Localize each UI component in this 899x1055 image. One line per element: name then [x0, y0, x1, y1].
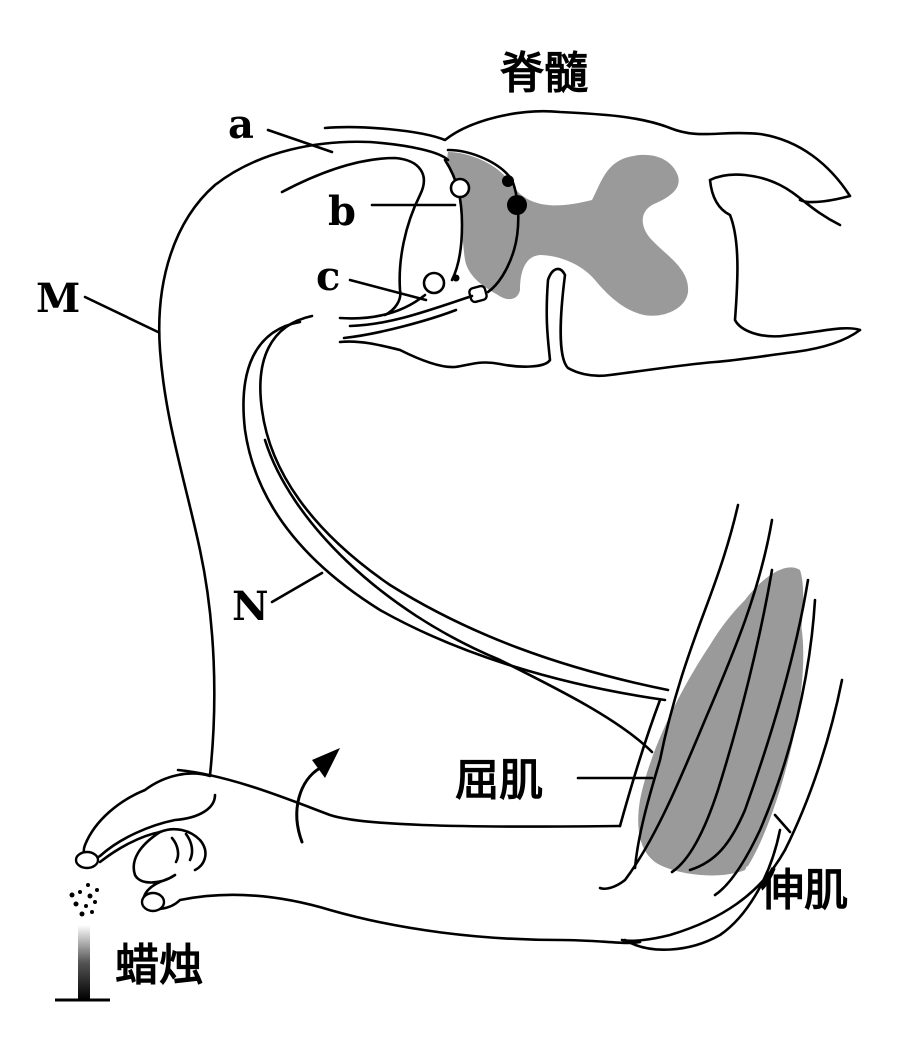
label-c: c — [316, 253, 340, 300]
flexor-muscle-outline — [633, 503, 740, 870]
synapse-dot-small — [452, 274, 460, 282]
motor-neuron-body — [507, 195, 527, 215]
elbow-outline — [623, 828, 782, 951]
spinal-cord-outline — [323, 109, 862, 378]
finger-detail — [158, 827, 207, 872]
ventral-root-fiber-2 — [342, 308, 458, 340]
muscle-line-1 — [598, 518, 774, 891]
label-N: N — [232, 583, 269, 630]
nerve-N-tail — [263, 438, 654, 754]
nerve-M — [158, 140, 450, 777]
neuron-c — [422, 271, 446, 295]
dorsal-root-fiber — [338, 293, 427, 320]
candle-icon — [55, 883, 110, 1002]
label-b: b — [328, 188, 356, 235]
fingertip-lower — [140, 891, 166, 913]
muscle-line-2 — [670, 568, 774, 874]
forearm-inner — [618, 698, 662, 828]
nerve-N-inner — [259, 314, 670, 692]
ventral-root-fiber — [348, 294, 474, 328]
extensor-outline-2 — [713, 598, 817, 897]
arm — [74, 768, 642, 945]
hand-bottom — [98, 830, 642, 945]
ventral-synapse — [468, 284, 488, 304]
flame-sparks — [69, 883, 99, 917]
synapse-dot — [502, 175, 514, 187]
curved-arrow-icon — [295, 748, 340, 844]
label-a: a — [228, 101, 254, 148]
nerve-M-inner — [280, 156, 426, 317]
label-candle: 蜡烛 — [115, 940, 203, 991]
labels: 脊髓 a b c M N 屈肌 伸肌 蜡烛 — [36, 48, 848, 991]
hand-top — [82, 772, 217, 860]
label-extensor: 伸肌 — [759, 865, 848, 916]
nerve-N — [242, 320, 667, 702]
root-inner-line — [443, 158, 464, 282]
grey-matter — [447, 152, 689, 316]
label-flexor: 屈肌 — [455, 755, 543, 806]
nerve-pathways — [158, 140, 670, 777]
extensor-muscle-fill — [727, 600, 804, 869]
muscle-line-3 — [688, 578, 810, 872]
leader-lines — [83, 128, 792, 834]
spinal-cord-section — [323, 109, 862, 378]
neuron-b — [449, 177, 471, 199]
fingertip-upper — [74, 850, 100, 870]
upper-arm — [598, 503, 844, 951]
forearm-upper — [176, 768, 622, 828]
label-M: M — [36, 275, 80, 322]
label-spinal-cord: 脊髓 — [500, 48, 588, 99]
